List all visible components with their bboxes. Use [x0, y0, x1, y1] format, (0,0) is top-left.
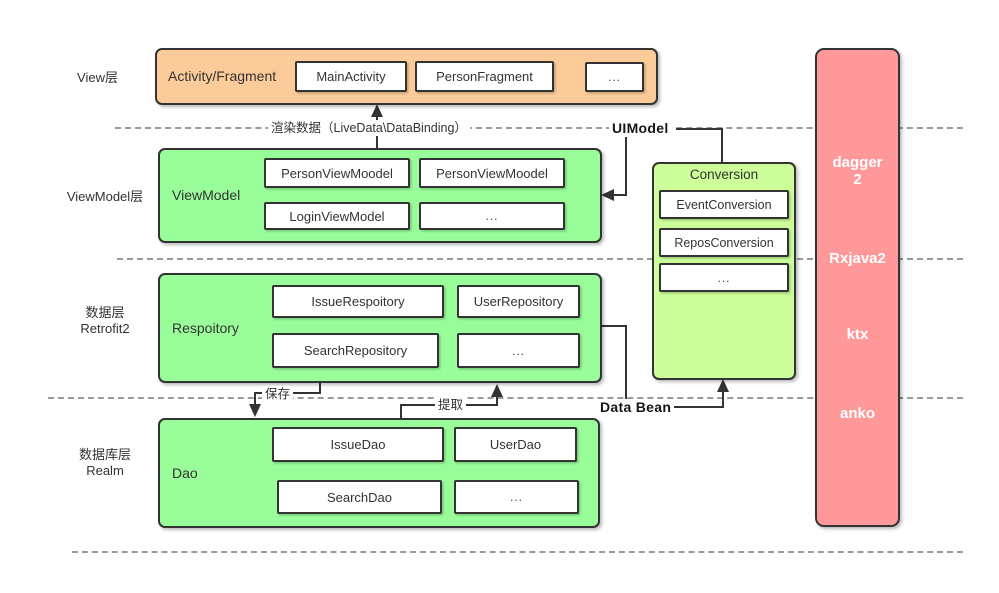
connector-uimodel-conversion-h [676, 128, 723, 130]
connector-uimodel-conversion-v [721, 128, 723, 162]
node-eventconversion: EventConversion [659, 190, 789, 219]
connector-fetch-v1 [400, 404, 402, 418]
repository-layer-box: Respoitory IssueRespoitory UserRepositor… [158, 273, 602, 383]
node-dao-more: ... [454, 480, 579, 514]
dao-box-label: Dao [172, 465, 198, 481]
connector-bean-conversion-h [672, 406, 724, 408]
arrow-up-to-conversion [717, 379, 729, 392]
node-issuerepository: IssueRespoitory [272, 285, 444, 318]
connector-bean-conversion-v [722, 390, 724, 408]
layer-divider-3 [48, 397, 963, 399]
node-searchdao: SearchDao [277, 480, 442, 514]
arrow-up-to-view [371, 104, 383, 117]
libraries-bar: dagger 2 Rxjava2 ktx anko [815, 48, 900, 527]
lib-rxjava2: Rxjava2 [829, 250, 886, 267]
connector-uimodel-viewmodel-v [625, 137, 627, 196]
node-userdao: UserDao [454, 427, 577, 462]
lib-dagger2: dagger 2 [832, 154, 883, 188]
connector-repo-bean-h [602, 325, 627, 327]
node-personviewmodel-2: PersonViewMoodel [419, 158, 565, 188]
layer-label-database: 数据库层 Realm [78, 447, 131, 478]
node-personfragment: PersonFragment [415, 61, 554, 92]
node-view-more: ... [585, 62, 644, 92]
view-layer-box: Activity/Fragment MainActivity PersonFra… [155, 48, 658, 105]
node-mainactivity: MainActivity [295, 61, 407, 92]
node-loginviewmodel: LoginViewModel [264, 202, 410, 230]
layer-label-data: 数据层 Retrofit2 [80, 305, 130, 336]
node-searchrepository: SearchRepository [272, 333, 439, 368]
connector-fetch-v2 [496, 395, 498, 406]
edge-label-save: 保存 [262, 386, 294, 402]
conversion-box-title: Conversion [689, 167, 759, 182]
viewmodel-layer-box: ViewModel PersonViewMoodel PersonViewMoo… [158, 148, 602, 243]
node-conversion-more: ... [659, 263, 789, 292]
connector-uimodel-viewmodel-h [612, 194, 627, 196]
node-repository-more: ... [457, 333, 580, 368]
dao-layer-box: Dao IssueDao UserDao SearchDao ... [158, 418, 600, 528]
edge-label-render-data: 渲染数据（LiveData\DataBinding） [268, 120, 470, 136]
layer-label-view: View层 [77, 70, 118, 85]
layer-divider-1 [115, 127, 963, 129]
node-reposconversion: ReposConversion [659, 228, 789, 257]
connector-save-v1 [319, 383, 321, 394]
arrow-left-to-viewmodel [601, 189, 614, 201]
edge-label-fetch: 提取 [435, 397, 467, 413]
node-viewmodel-more: ... [419, 202, 565, 230]
lib-anko: anko [839, 405, 875, 422]
node-issuedao: IssueDao [272, 427, 444, 462]
node-personviewmodel-1: PersonViewMoodel [264, 158, 410, 188]
view-box-label: Activity/Fragment [168, 68, 277, 84]
connector-repo-bean-v [625, 325, 627, 401]
connector-save-v2 [254, 392, 256, 405]
node-userrepository: UserRepository [457, 285, 580, 318]
repository-box-label: Respoitory [172, 320, 239, 336]
layer-divider-2 [117, 258, 963, 260]
viewmodel-box-label: ViewModel [172, 187, 241, 203]
conversion-box: Conversion EventConversion ReposConversi… [652, 162, 796, 380]
arrow-down-to-dao [249, 404, 261, 417]
arrow-up-to-repository [491, 384, 503, 397]
lib-ktx: ktx [846, 326, 869, 343]
layer-label-viewmodel: ViewModel层 [66, 189, 144, 204]
edge-label-uimodel: UIModel [609, 120, 672, 136]
layer-divider-4 [72, 551, 963, 553]
edge-label-data-bean: Data Bean [597, 399, 675, 415]
